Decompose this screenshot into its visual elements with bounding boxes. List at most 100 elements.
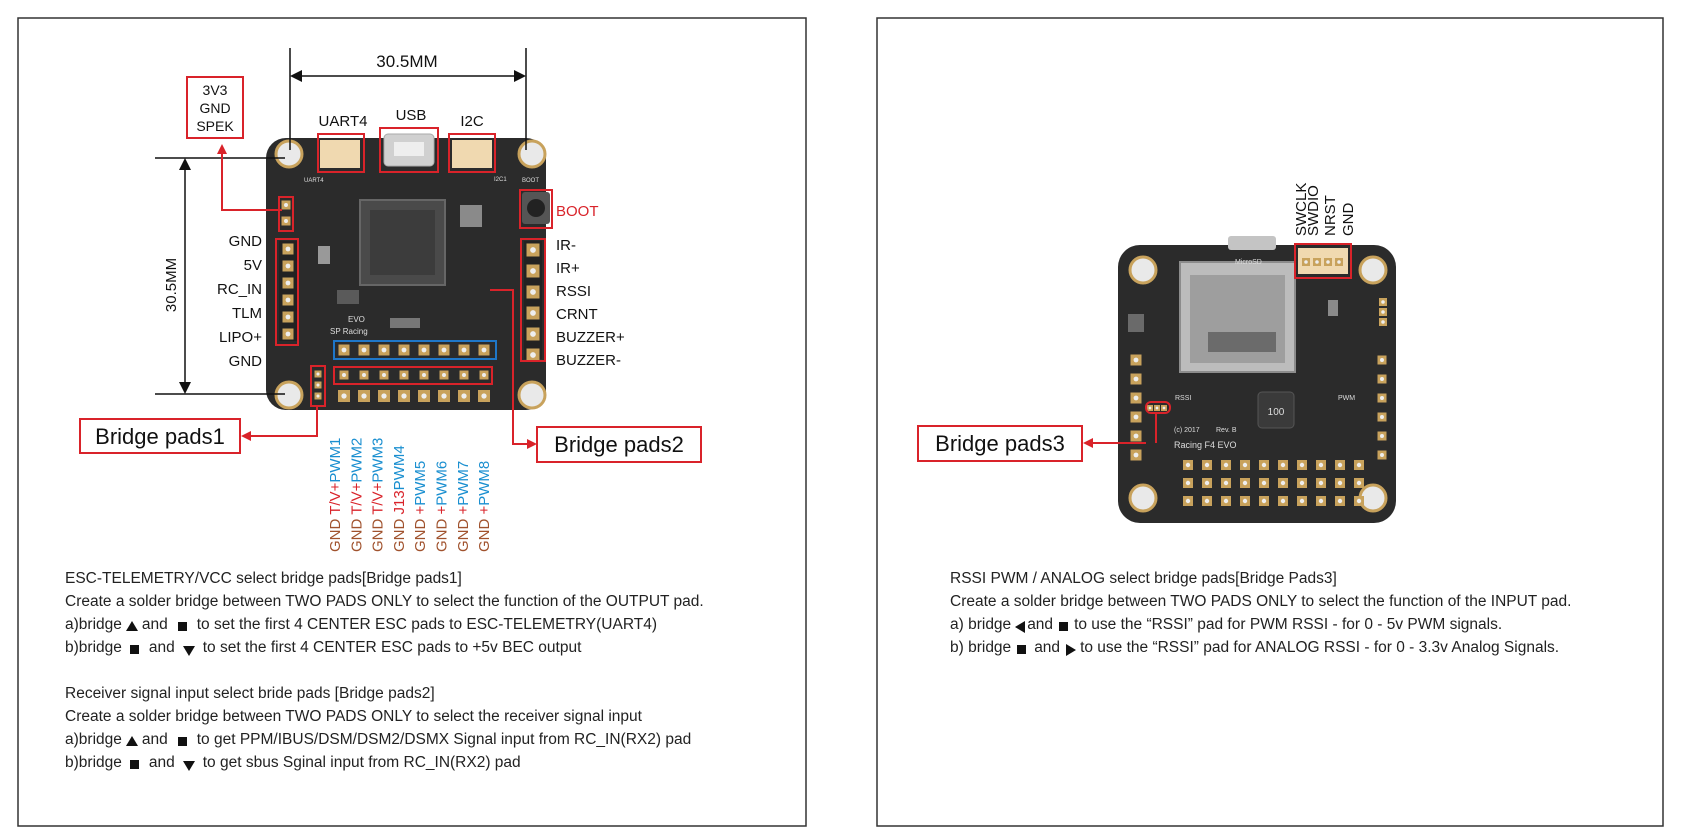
right-board-top-pad-hole [1381,310,1385,314]
right-side-pad-hole [530,310,536,316]
esc-bridge-pad-hole [402,373,406,377]
desc3-a-pre: a) bridge [950,616,1012,633]
esc-pwm-label: PWM6 [434,461,451,506]
right-board-bottom-pad-hole [1299,480,1305,486]
right-board-bottom-pad-hole [1223,462,1229,468]
esc-column-label: GND +PWM8 [476,461,493,552]
right-side-pad-hole [530,352,536,358]
silk-i2c1: I2C1 [494,177,507,183]
bridge-pad3-cell-hole [1155,406,1159,410]
bridge-pads1-box [79,418,241,454]
right-board-top-pad-hole [1381,300,1385,304]
desc1-b-post: to set the first 4 CENTER ESC pads to +5… [202,639,582,656]
right-board-right-pad-hole [1380,396,1384,400]
right-board-bottom-pad-hole [1337,480,1343,486]
swd-highlight [1294,243,1352,279]
square-icon [129,760,139,770]
esc-column-label: GND T/V+PWM2 [348,438,365,552]
swd-pin-gnd: GND [1340,203,1357,237]
right-pad-label-buzzer-minus: BUZZER- [556,352,621,369]
square-icon [129,645,139,655]
esc-gnd-pad-hole [361,393,367,399]
left-board: UART4 I2C1 BOOT EVO SP Racing [266,133,550,410]
boot-label: BOOT [556,203,599,220]
esc-mid-pad-hole [361,347,367,353]
bridge-pad1-cell-hole [316,372,320,376]
right-board-bottom-pad-hole [1318,498,1324,504]
desc2-title: Receiver signal input select bride pads … [65,685,435,702]
swd-pin-nrst: NRST [1322,195,1339,236]
left-side-pad-hole [285,263,291,269]
bridge-pads3-box [917,425,1083,462]
left-panel-frame [17,17,807,827]
bridge-pads2-arrow [490,289,537,449]
right-board-right-pad-hole [1380,358,1384,362]
silk-rev: Rev. B [1216,427,1237,434]
esc-bridge-pad-hole [382,373,386,377]
i2c-highlight [448,133,496,173]
esc-column-label: GND +PWM7 [455,461,472,552]
right-board-left-pad-hole [1133,357,1139,363]
spek-arrow [217,144,282,211]
desc3-a-post: to use the “RSSI” pad for PWM RSSI - for… [1074,616,1503,633]
spek-box-line1: 3V3 [203,82,228,98]
right-side-pad-hole [530,331,536,337]
desc1-b-pre: b)bridge [65,639,122,656]
bridge-pad3-cell-hole [1162,406,1166,410]
bridge-pads2-highlight [333,366,493,385]
esc-mid-pad-hole [441,347,447,353]
uart4-label: UART4 [319,113,368,130]
spek-box-line2: GND [199,100,230,116]
right-board-left-pad-hole [1133,414,1139,420]
desc3-b-post: to use the “RSSI” pad for ANALOG RSSI - … [1080,639,1560,656]
right-board-bottom-pad-hole [1337,462,1343,468]
esc-bridge-pad-hole [422,373,426,377]
right-pad-label-ir-minus: IR- [556,237,576,254]
spek-pad-hole [284,219,288,223]
right-pad-label-crnt: CRNT [556,306,598,323]
desc2-a-and: and [141,731,168,748]
right-board-bottom-pad-hole [1204,462,1210,468]
right-pad-label-rssi: RSSI [556,283,591,300]
right-board-left-pad-hole [1133,433,1139,439]
esc-column-label: GND T/V+PWM3 [370,438,387,552]
right-side-pad-hole [530,268,536,274]
desc3-b-and: and [1034,639,1061,656]
silk-microsd: MicroSD [1235,259,1262,266]
right-board-bottom-pad-hole [1223,480,1229,486]
desc1-b: b)bridge and to set the first 4 CENTER ESC… [65,636,704,659]
desc-bridge-pads1: ESC-TELEMETRY/VCC select bridge pads[Bri… [65,567,704,774]
right-board-left-pad-hole [1133,376,1139,382]
right-pad-labels: IR- IR+ RSSI CRNT BUZZER+ BUZZER- [556,237,625,369]
right-board-bottom-pad-hole [1242,480,1248,486]
left-side-pad-hole [285,314,291,320]
right-board-bottom-pad-hole [1261,498,1267,504]
esc-pwm-label: PWM4 [391,445,408,490]
triangle-left-icon [1015,620,1026,633]
esc-gnd-label: GND [370,515,387,552]
esc-mid-pad-hole [421,347,427,353]
desc1-b-and: and [148,639,175,656]
right-side-pad-hole [530,289,536,295]
right-board-bottom-pad-hole [1356,498,1362,504]
left-pad-label-rc-in: RC_IN [217,281,262,298]
desc3-b-pre: b) bridge [950,639,1012,656]
left-pads-highlight [275,238,299,346]
square-icon [1017,645,1027,655]
right-board-bottom-pad-hole [1242,498,1248,504]
silk-copyright: (c) 2017 [1174,427,1200,434]
desc2-line1: Create a solder bridge between TWO PADS … [65,708,642,725]
right-board-bottom-pad-hole [1337,498,1343,504]
left-pad-label-gnd: GND [229,233,263,250]
bridge-pad1-cell-hole [316,394,320,398]
silk-inductor: 100 [1268,407,1285,418]
right-board-bottom-pad-hole [1280,462,1286,468]
esc-gnd-label: GND [434,515,451,553]
esc-gnd-label: GND [412,515,429,553]
silk-boot: BOOT [522,178,539,184]
esc-mid-label: + [455,506,472,515]
desc1-a-post: to set the first 4 CENTER ESC pads to ES… [196,616,658,633]
right-board-bottom-pad-hole [1204,498,1210,504]
